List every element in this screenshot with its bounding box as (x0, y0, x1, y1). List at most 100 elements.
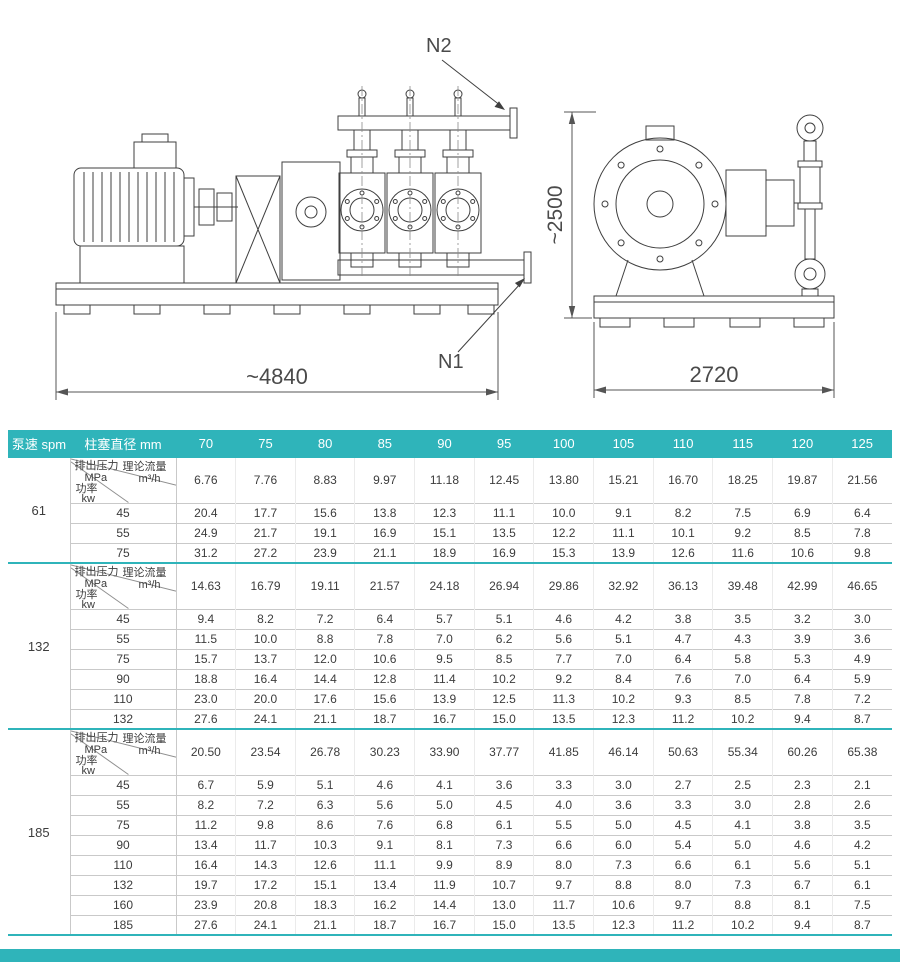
support-frame (235, 175, 281, 284)
flow-value-cell: 65.38 (831, 728, 892, 775)
center-lines (361, 86, 459, 276)
power-value-cell: 11.3 (533, 688, 594, 709)
power-value-cell: 11.2 (652, 914, 713, 935)
power-kw-value: 90 (70, 668, 177, 689)
power-value-cell: 9.7 (652, 894, 713, 915)
flow-value-cell: 39.48 (712, 562, 773, 609)
height-dim-label: ~2500 (544, 186, 567, 245)
power-value-cell: 8.2 (235, 608, 296, 629)
power-kw-value: 110 (70, 688, 177, 709)
power-value-cell: 8.2 (652, 502, 713, 523)
power-value-cell: 13.5 (533, 708, 594, 729)
power-value-cell: 13.5 (473, 522, 534, 543)
power-value-cell: 8.5 (772, 522, 833, 543)
power-value-cell: 6.6 (533, 834, 594, 855)
pump-speed-header: 泵速 spm (8, 430, 70, 457)
power-value-cell: 3.5 (712, 608, 773, 629)
power-value-cell: 2.7 (652, 774, 713, 795)
power-value-cell: 6.8 (414, 814, 475, 835)
n1-nozzle-label: N1 (438, 351, 464, 373)
width-dim-label: 2720 (690, 362, 739, 387)
power-value-cell: 11.1 (354, 854, 415, 875)
diameter-column-header: 90 (414, 430, 475, 457)
power-value-cell: 7.2 (831, 688, 892, 709)
power-value-cell: 13.8 (354, 502, 415, 523)
power-value-cell: 5.6 (354, 794, 415, 815)
power-value-cell: 3.5 (831, 814, 892, 835)
power-value-cell: 15.3 (533, 542, 594, 563)
flow-value-cell: 60.26 (772, 728, 833, 775)
flow-value-cell: 26.94 (473, 562, 534, 609)
power-value-cell: 9.4 (175, 608, 236, 629)
flow-value-cell: 12.45 (473, 456, 534, 503)
power-kw-value: 55 (70, 628, 177, 649)
diameter-column-header: 110 (653, 430, 713, 457)
pressure-label: 排出压力 (74, 460, 119, 472)
dim-arrow-icon (568, 112, 576, 124)
power-value-cell: 18.7 (354, 914, 415, 935)
dim-arrow-icon (822, 386, 834, 394)
power-value-cell: 8.1 (414, 834, 475, 855)
power-value-cell: 13.5 (533, 914, 594, 935)
power-value-cell: 12.3 (414, 502, 475, 523)
power-value-cell: 8.6 (294, 814, 355, 835)
flow-value-cell: 16.79 (235, 562, 296, 609)
power-value-cell: 6.1 (831, 874, 892, 895)
power-value-cell: 4.7 (652, 628, 713, 649)
pressure-label: 排出压力 (74, 732, 119, 744)
flow-value-cell: 29.86 (533, 562, 594, 609)
flow-label: 理论流量 (122, 567, 167, 579)
pump-speed-value: 61 (8, 456, 71, 563)
power-label: 功率 (75, 483, 98, 495)
diagonal-divider-lines (71, 458, 176, 503)
power-value-cell: 15.0 (473, 708, 534, 729)
power-value-cell: 16.4 (175, 854, 236, 875)
power-value-cell: 4.6 (354, 774, 415, 795)
power-value-cell: 11.5 (175, 628, 236, 649)
flow-value-cell: 20.50 (175, 728, 236, 775)
power-value-cell: 6.0 (593, 834, 654, 855)
power-kw-value: 90 (70, 834, 177, 855)
power-value-cell: 9.2 (533, 668, 594, 689)
power-value-cell: 4.6 (772, 834, 833, 855)
power-value-cell: 6.7 (175, 774, 236, 795)
power-value-cell: 20.0 (235, 688, 296, 709)
diameter-column-header: 80 (295, 430, 355, 457)
power-value-cell: 7.0 (414, 628, 475, 649)
power-value-cell: 3.6 (473, 774, 534, 795)
flow-value-cell: 46.14 (593, 728, 654, 775)
power-value-cell: 6.4 (772, 668, 833, 689)
flow-value-cell: 11.18 (414, 456, 475, 503)
power-value-cell: 8.0 (533, 854, 594, 875)
power-value-cell: 7.7 (533, 648, 594, 669)
power-kw-value: 75 (70, 648, 177, 669)
power-value-cell: 24.1 (235, 708, 296, 729)
dim-arrow-icon (594, 386, 606, 394)
flow-unit: m³/h (138, 579, 161, 591)
power-value-cell: 14.4 (294, 668, 355, 689)
flow-value-cell: 14.63 (175, 562, 236, 609)
power-value-cell: 4.0 (533, 794, 594, 815)
flow-value-cell: 42.99 (772, 562, 833, 609)
end-baseplate (593, 295, 835, 328)
power-value-cell: 12.5 (473, 688, 534, 709)
power-value-cell: 3.2 (772, 608, 833, 629)
power-value-cell: 3.9 (772, 628, 833, 649)
power-value-cell: 10.6 (772, 542, 833, 563)
power-value-cell: 23.9 (294, 542, 355, 563)
dim-arrow-icon (568, 306, 576, 318)
power-value-cell: 5.6 (772, 854, 833, 875)
power-value-cell: 12.3 (593, 914, 654, 935)
power-value-cell: 19.7 (175, 874, 236, 895)
power-value-cell: 12.6 (294, 854, 355, 875)
flow-value-cell: 8.83 (294, 456, 355, 503)
flow-value-cell: 32.92 (593, 562, 654, 609)
flow-value-cell: 30.23 (354, 728, 415, 775)
power-value-cell: 2.6 (831, 794, 892, 815)
